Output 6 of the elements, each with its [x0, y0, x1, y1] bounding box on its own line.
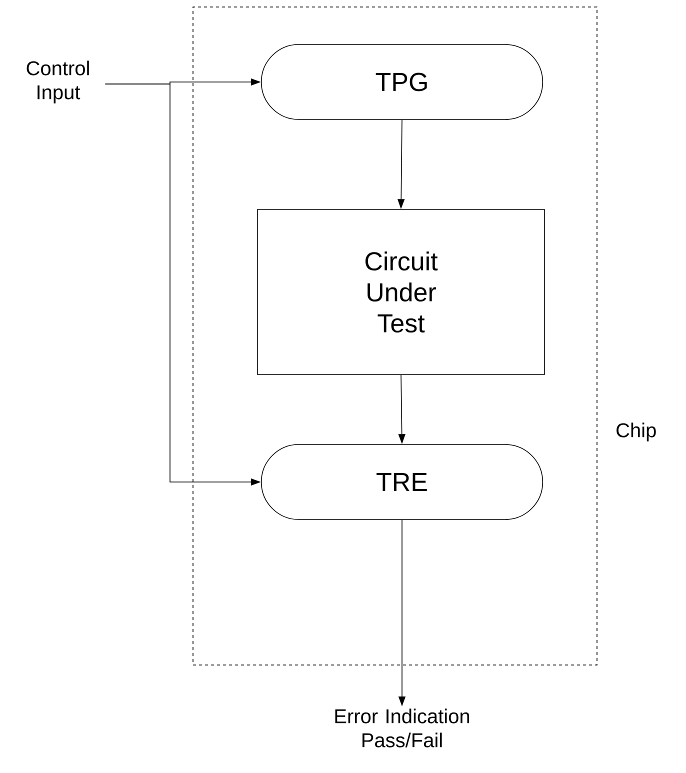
process-box: Circuit Under Test [257, 209, 545, 375]
rounded-box: TRE [260, 444, 544, 520]
input-label: Control Input [26, 60, 89, 104]
chip-label: Chip [616, 422, 656, 442]
rounded-box: TPG [260, 44, 544, 120]
output-label: Error Indication Pass/Fail [335, 708, 470, 748]
